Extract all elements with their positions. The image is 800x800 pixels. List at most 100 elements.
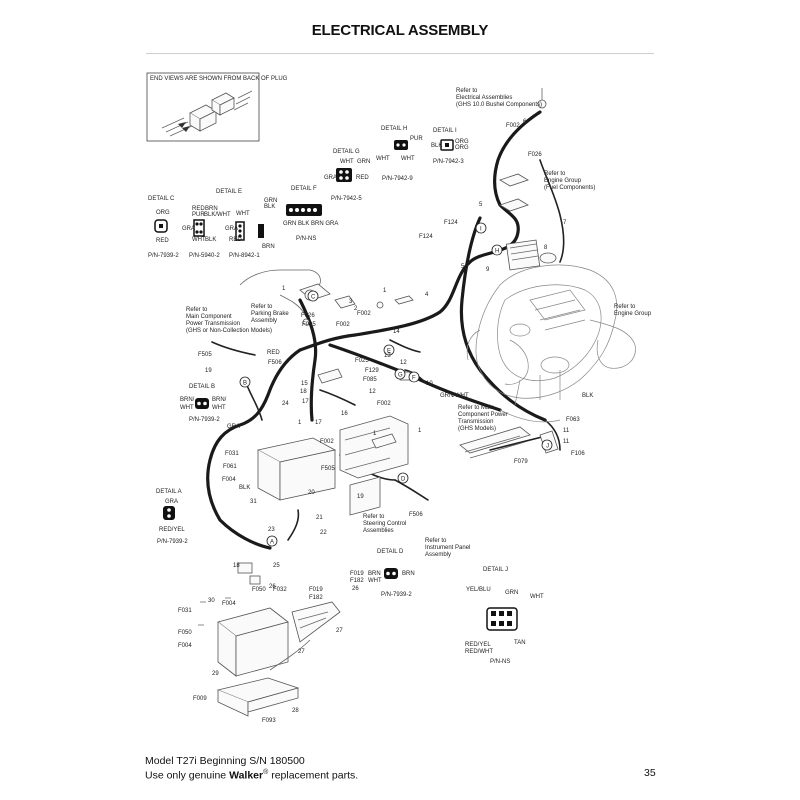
detail-h-connector-icon bbox=[394, 140, 408, 150]
detail-i-title: DETAIL I bbox=[433, 128, 457, 134]
engine-outline bbox=[466, 264, 636, 423]
part-label: F002 bbox=[357, 311, 371, 317]
detail-a-top: GRA bbox=[165, 499, 178, 505]
part-label: 29 bbox=[212, 671, 219, 677]
part-label: 5 bbox=[479, 202, 483, 208]
callout-g-icon: G bbox=[394, 368, 406, 380]
reference-note-line: (GHS or Non-Collection Models) bbox=[186, 328, 272, 334]
detail-c-title: DETAIL C bbox=[148, 196, 175, 202]
detail-d-left: BRN bbox=[368, 571, 381, 577]
detail-h-title: DETAIL H bbox=[381, 126, 407, 132]
detail-b-left: BRN/ bbox=[180, 397, 195, 403]
detail-i-b: ORG bbox=[455, 139, 469, 145]
reference-note-line: Steering Control bbox=[363, 521, 406, 527]
part-label: 28 bbox=[292, 708, 299, 714]
detail-h-b: WHT bbox=[376, 156, 390, 162]
part-label: F506 bbox=[409, 512, 423, 518]
callout-i-icon: I bbox=[475, 222, 487, 234]
part-label: F124 bbox=[444, 220, 458, 226]
part-label: F026 bbox=[528, 152, 542, 158]
part-label: F026 bbox=[301, 313, 315, 319]
reference-note-line: Instrument Panel bbox=[425, 545, 470, 551]
callout-h-icon: H bbox=[491, 244, 503, 256]
part-label: F124 bbox=[419, 234, 433, 240]
reference-note-line: Refer to bbox=[544, 171, 566, 177]
svg-text:F: F bbox=[412, 376, 416, 382]
connector-callouts: A B C D E F G H I J bbox=[239, 222, 553, 547]
part-label: 27 bbox=[336, 628, 343, 634]
reference-note-line: Engine Group bbox=[544, 178, 582, 184]
detail-g-d: RED bbox=[356, 175, 369, 181]
detail-g-b: GRN bbox=[357, 159, 370, 165]
part-label: 27 bbox=[298, 649, 305, 655]
part-label: 1 bbox=[282, 286, 286, 292]
part-label: 31 bbox=[250, 499, 257, 505]
part-label: 25 bbox=[273, 563, 280, 569]
reference-note-line: Engine Group bbox=[614, 311, 652, 317]
svg-text:G: G bbox=[398, 373, 403, 379]
part-label: 11 bbox=[563, 439, 570, 445]
part-label: F506 bbox=[268, 360, 282, 366]
detail-j-d: RED/YEL bbox=[465, 642, 491, 648]
part-label: 18 bbox=[233, 563, 240, 569]
part-label: GRN/WHT bbox=[440, 393, 469, 399]
part-label: F004 bbox=[178, 643, 192, 649]
detail-d-pn: P/N-7939-2 bbox=[381, 592, 412, 598]
detail-i-c: ORG bbox=[455, 145, 469, 151]
detail-i-a: BLK bbox=[431, 143, 442, 149]
svg-text:A: A bbox=[270, 540, 274, 546]
battery-assembly bbox=[198, 562, 341, 717]
footer-model: Model T27i Beginning S/N 180500 bbox=[145, 755, 305, 767]
reference-note-line: Assembly bbox=[251, 318, 277, 324]
detail-g-c: GRA bbox=[324, 175, 337, 181]
part-label: 14 bbox=[393, 329, 400, 335]
detail-h-pn: P/N-7942-9 bbox=[382, 176, 413, 182]
part-label: F182 bbox=[350, 578, 364, 584]
part-label: 17 bbox=[315, 420, 322, 426]
part-label: 5 bbox=[461, 264, 465, 270]
callout-d-icon: D bbox=[397, 472, 409, 484]
detail-e-j: GRA bbox=[225, 226, 238, 232]
detail-b-left2: WHT bbox=[180, 405, 194, 411]
detail-g-a: WHT bbox=[340, 159, 354, 165]
part-label: F004 bbox=[222, 477, 236, 483]
svg-text:C: C bbox=[311, 295, 316, 301]
detail-a-pn: P/N-7939-2 bbox=[157, 539, 188, 545]
detail-f-top1: GRN bbox=[264, 198, 277, 204]
part-label: 18 bbox=[300, 389, 307, 395]
svg-text:J: J bbox=[546, 444, 549, 450]
detail-f-title: DETAIL F bbox=[291, 186, 317, 192]
part-label: 6 bbox=[523, 119, 527, 125]
part-label: 11 bbox=[563, 428, 570, 434]
part-label: 30 bbox=[208, 598, 215, 604]
page-number: 35 bbox=[644, 767, 656, 779]
detail-c-bottom: RED bbox=[156, 238, 169, 244]
detail-d-connector-icon bbox=[384, 568, 398, 579]
detail-c-top: ORG bbox=[156, 210, 170, 216]
part-label: 4 bbox=[425, 292, 429, 298]
part-label: 13 bbox=[384, 353, 391, 359]
part-label: F085 bbox=[363, 377, 377, 383]
part-label: F061 bbox=[223, 464, 237, 470]
detail-b-right2: WHT bbox=[212, 405, 226, 411]
detail-j-title: DETAIL J bbox=[483, 567, 508, 573]
detail-g-connector-icon bbox=[336, 168, 352, 182]
part-label: 21 bbox=[316, 515, 323, 521]
detail-e-k: RED bbox=[229, 237, 242, 243]
footer-genuine: Use only genuine Walker® replacement par… bbox=[145, 767, 358, 782]
detail-e-i: WHT bbox=[192, 237, 206, 243]
detail-e-pn1: P/N-5940-2 bbox=[189, 253, 220, 259]
callout-e-icon: E bbox=[383, 344, 395, 356]
detail-h-c: WHT bbox=[401, 156, 415, 162]
svg-text:B: B bbox=[243, 381, 247, 387]
detail-e-f: WHT bbox=[236, 211, 250, 217]
footer-genuine-post: replacement parts. bbox=[268, 769, 359, 782]
detail-connector-icons bbox=[154, 139, 518, 631]
part-label: F004 bbox=[222, 601, 236, 607]
detail-c-connector-icon bbox=[154, 219, 168, 233]
part-label: 7 bbox=[563, 220, 567, 226]
detail-a-connector-icon bbox=[163, 506, 175, 520]
detail-d-left2: WHT bbox=[368, 578, 382, 584]
detail-e-title: DETAIL E bbox=[216, 189, 242, 195]
